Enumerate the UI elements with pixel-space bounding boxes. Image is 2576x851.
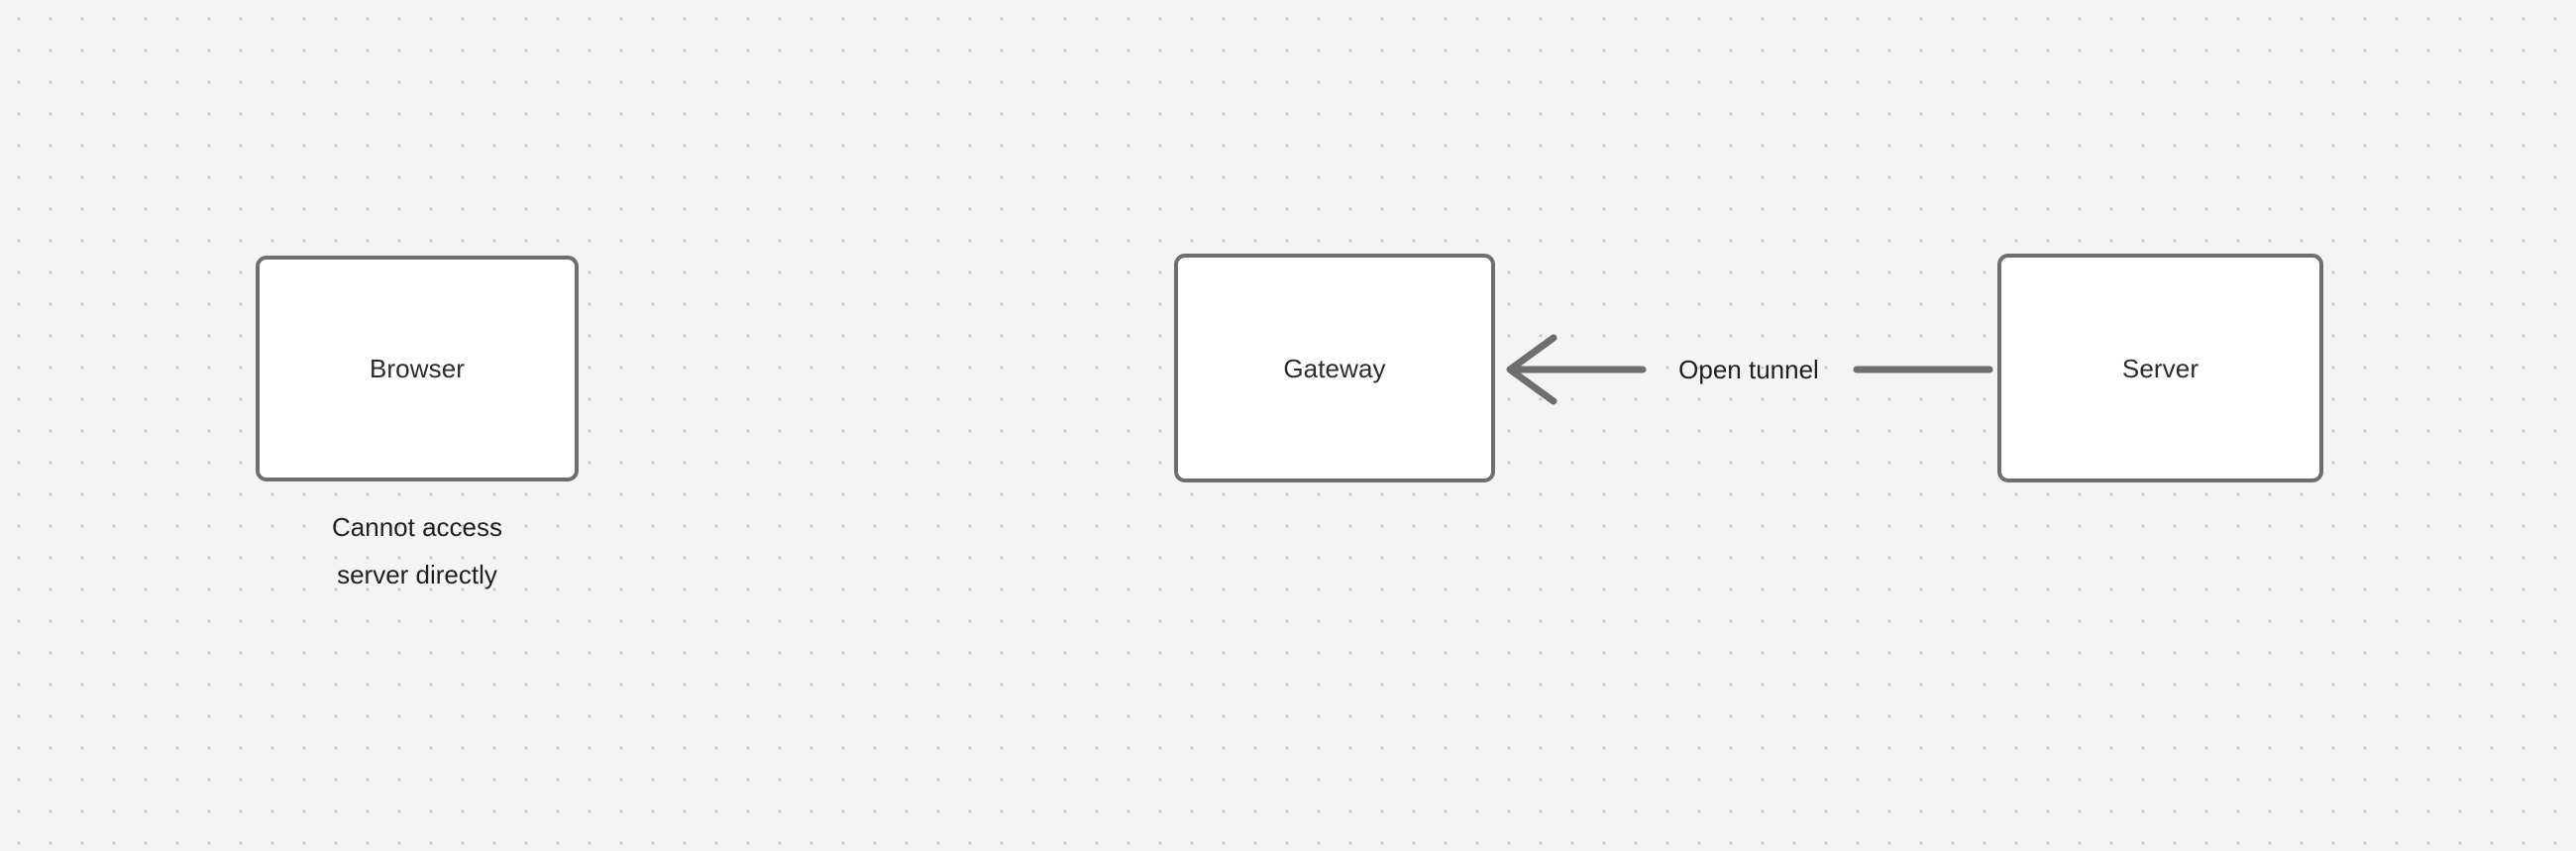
node-browser[interactable]: Browser xyxy=(256,256,579,481)
node-browser-label: Browser xyxy=(369,354,466,383)
edge-label-open-tunnel: Open tunnel xyxy=(1678,355,1819,384)
node-gateway[interactable]: Gateway xyxy=(1174,254,1495,482)
tunnel-edge-arrowhead-icon xyxy=(1506,334,1557,405)
node-gateway-label: Gateway xyxy=(1283,353,1386,383)
browser-caption-line-1: Cannot access xyxy=(332,512,502,542)
node-server[interactable]: Server xyxy=(1997,254,2323,482)
browser-caption: Cannot access server directly xyxy=(256,503,579,598)
browser-caption-line-2: server directly xyxy=(337,560,497,589)
node-server-label: Server xyxy=(2121,353,2200,383)
